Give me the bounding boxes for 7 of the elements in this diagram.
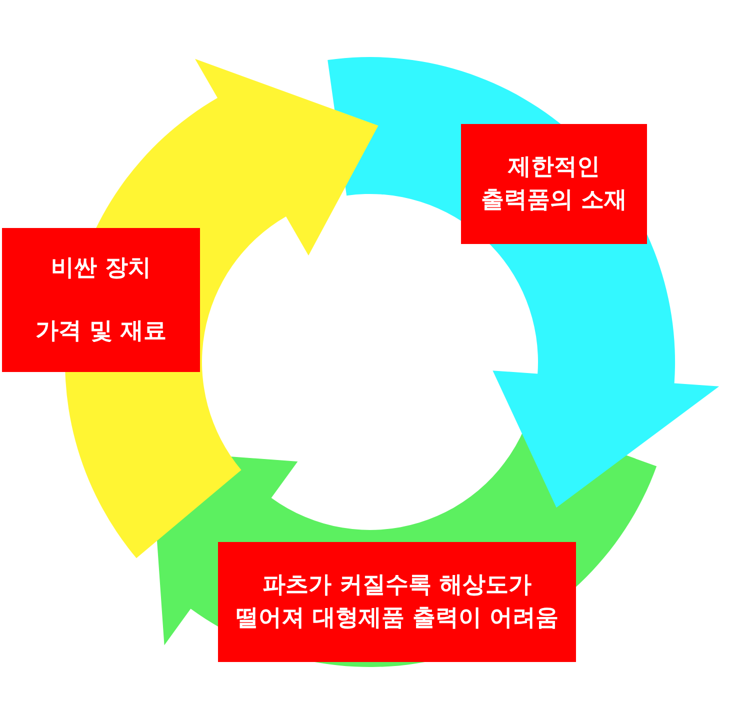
box-text: 제한적인 출력품의 소재 xyxy=(480,152,628,215)
text-box xyxy=(461,124,647,244)
box-text: 비싼 장치 xyxy=(50,254,151,283)
box-text: 가격 및 재료 xyxy=(35,317,166,346)
box-text: 파츠가 커질수록 해상도가 떨어져 대형제품 출력이 어려움 xyxy=(234,570,560,633)
text-box xyxy=(218,542,576,662)
text-box xyxy=(2,228,200,372)
